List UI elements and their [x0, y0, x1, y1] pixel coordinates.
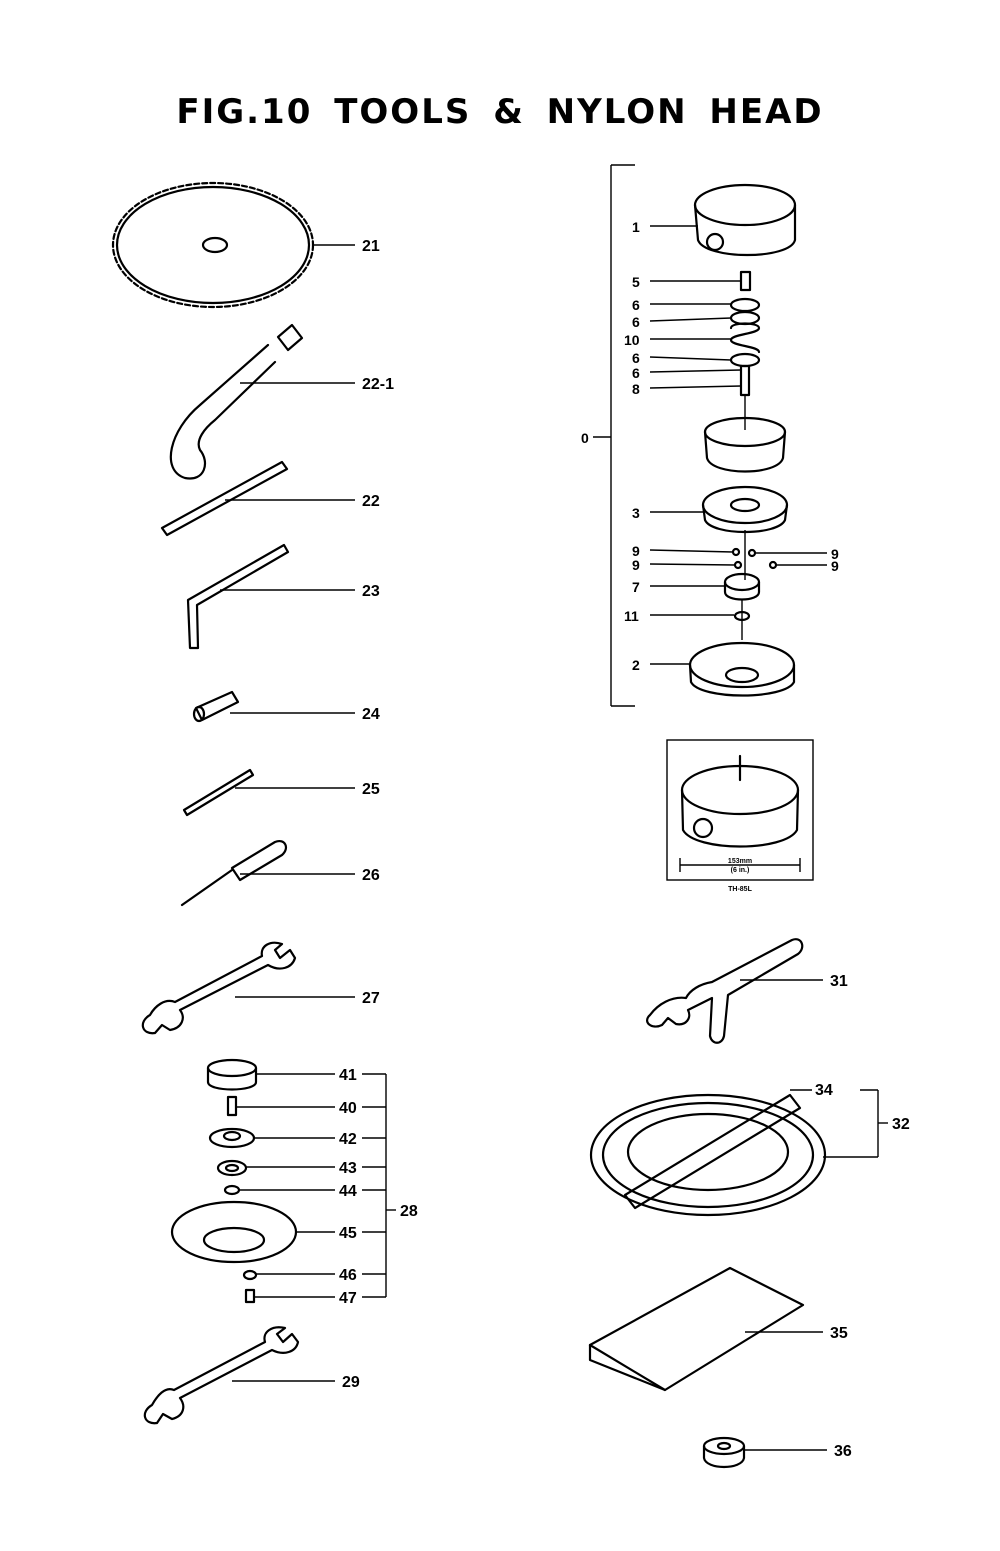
nylon-head-assembly-bracket: 0	[581, 164, 635, 707]
screwdriver-26: 26	[180, 840, 380, 907]
head-cover-1: 1	[632, 183, 797, 257]
label-6d: 6	[632, 365, 640, 381]
bar-22: 22	[160, 460, 380, 537]
label-35: 35	[830, 1325, 848, 1342]
figure-title: FIG.10 TOOLS & NYLON HEAD	[176, 92, 824, 132]
housing-2: 2	[632, 641, 796, 697]
label-9a: 9	[632, 543, 640, 559]
label-22-1: 22-1	[362, 376, 394, 393]
double-wrench-29: 29	[143, 1326, 360, 1425]
label-22: 22	[362, 493, 380, 510]
label-23: 23	[362, 583, 380, 600]
inset-model: TH-85L	[728, 886, 752, 893]
bolt-5: 5	[632, 270, 752, 292]
label-24: 24	[362, 706, 380, 723]
hook-bar-22-1: 22-1	[169, 323, 394, 480]
wrench-27: 27	[141, 941, 380, 1035]
label-25: 25	[362, 781, 380, 798]
nylon-spool	[703, 416, 787, 473]
label-32: 32	[892, 1116, 910, 1133]
label-28: 28	[400, 1203, 418, 1220]
label-9c: 9	[831, 546, 839, 562]
label-7: 7	[632, 579, 640, 595]
pin-25: 25	[182, 768, 380, 817]
label-5: 5	[632, 274, 640, 290]
label-10: 10	[624, 332, 640, 348]
label-29: 29	[342, 1374, 360, 1391]
hex-key-23: 23	[186, 543, 380, 650]
label-42: 42	[339, 1131, 357, 1148]
balls-hub: 9 9 9 9 7 11	[624, 530, 839, 640]
label-43: 43	[339, 1160, 357, 1177]
label-1: 1	[632, 219, 640, 235]
label-21: 21	[362, 238, 380, 255]
label-9d: 9	[831, 558, 839, 574]
wrench-31: 31	[646, 938, 848, 1044]
washers-spring: 6 6 10 6 6 8	[624, 297, 761, 430]
ring-32: 34 32	[589, 1082, 910, 1217]
label-44: 44	[339, 1183, 357, 1200]
box-spanner-24: 24	[192, 690, 380, 723]
inset-dimension-in: (6 in.)	[731, 867, 750, 874]
label-3: 3	[632, 505, 640, 521]
label-31: 31	[830, 973, 848, 990]
label-27: 27	[362, 990, 380, 1007]
label-6c: 6	[632, 350, 640, 366]
spool-plate-3: 3	[632, 485, 789, 534]
blade-fitting-kit-28: 41 40 42 43 44 45 46 47 28	[170, 1058, 418, 1307]
label-46: 46	[339, 1267, 357, 1284]
cap-36: 36	[702, 1436, 852, 1469]
label-47: 47	[339, 1290, 357, 1307]
label-0: 0	[581, 430, 589, 446]
inset-dimension-mm: 153mm	[728, 858, 752, 865]
pouch-35: 35	[588, 1266, 848, 1392]
label-9b: 9	[632, 557, 640, 573]
saw-blade-21: 21	[111, 181, 380, 309]
inset-assembled-head: 153mm (6 in.) TH-85L	[666, 739, 814, 893]
label-34: 34	[815, 1082, 833, 1099]
label-26: 26	[362, 867, 380, 884]
label-40: 40	[339, 1100, 357, 1117]
label-2: 2	[632, 657, 640, 673]
label-41: 41	[339, 1067, 357, 1084]
label-6b: 6	[632, 314, 640, 330]
label-11: 11	[624, 608, 639, 624]
label-8: 8	[632, 381, 640, 397]
label-6a: 6	[632, 297, 640, 313]
label-45: 45	[339, 1225, 357, 1242]
label-36: 36	[834, 1443, 852, 1460]
